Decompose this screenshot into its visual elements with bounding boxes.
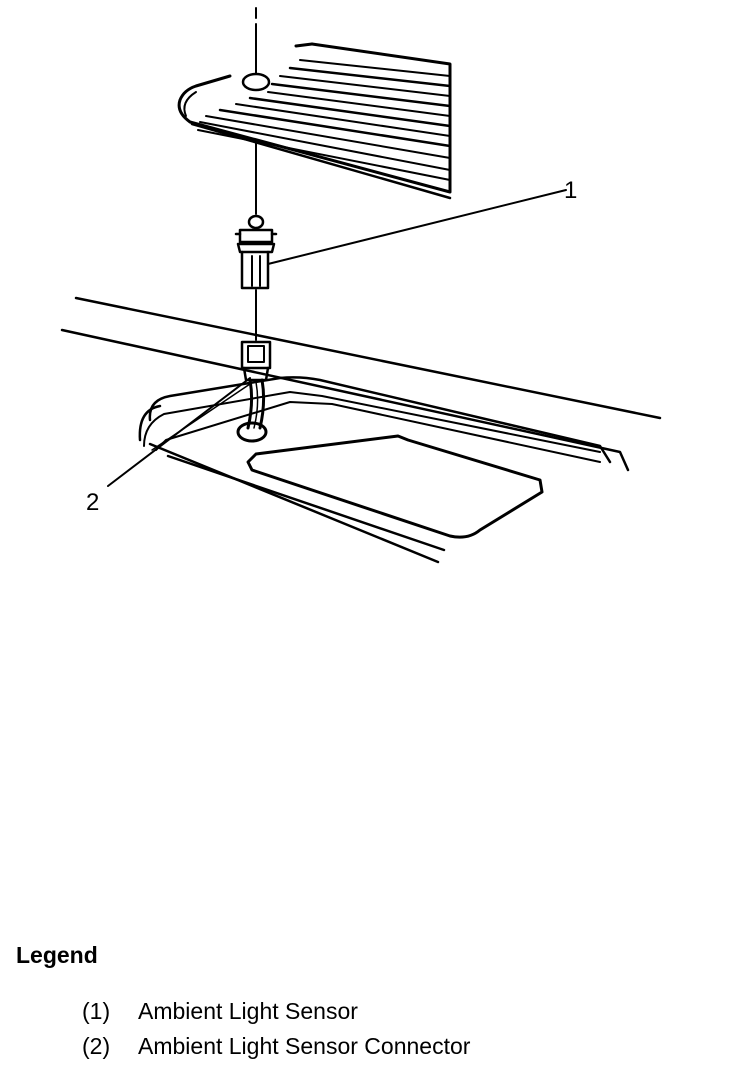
legend-item-label: Ambient Light Sensor Connector [138,1033,471,1059]
defroster-grille-panel [177,42,452,200]
legend: Legend (1) Ambient Light Sensor (2) Ambi… [16,938,716,1064]
legend-item: (1) Ambient Light Sensor [82,994,716,1029]
ambient-light-sensor-connector [236,340,272,443]
legend-item-number: (2) [82,1033,111,1059]
legend-title: Legend [16,942,98,968]
legend-item-number: (1) [82,998,111,1024]
ambient-light-sensor [234,214,278,290]
callout-2: 2 [86,489,99,516]
legend-item: (2) Ambient Light Sensor Connector [82,1029,716,1064]
ambient-light-sensor-diagram: 1 2 [60,7,662,564]
leader-lines [107,189,567,487]
callout-1: 1 [564,177,577,204]
instrument-panel-top [60,296,662,564]
legend-item-label: Ambient Light Sensor [138,998,358,1024]
